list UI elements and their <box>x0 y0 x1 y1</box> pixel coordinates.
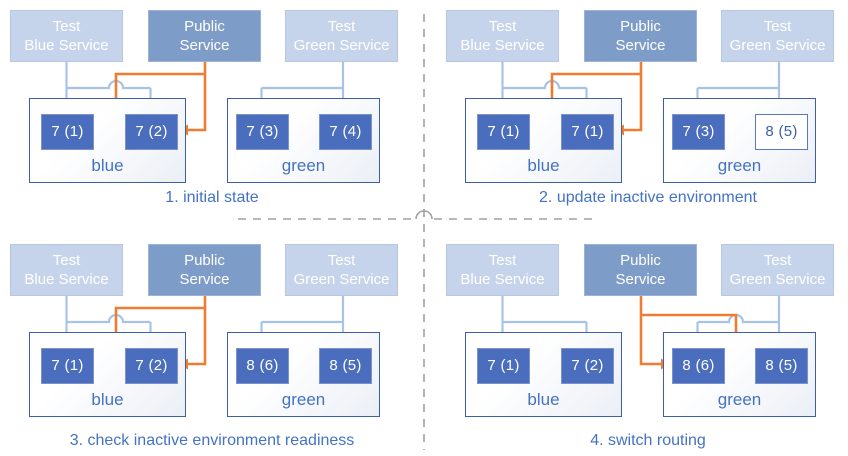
service-label-line: Green Service <box>293 271 390 288</box>
test-blue-service-box: Test Blue Service <box>10 10 123 62</box>
public-service-box: Public Service <box>584 244 697 296</box>
pod: 7 (3) <box>672 114 725 150</box>
blue-environment-box: 7 (1) 7 (2) blue <box>29 98 186 183</box>
service-label-line: Test <box>52 18 81 35</box>
test-green-service-box: Test Green Service <box>285 10 398 62</box>
service-label-line: Blue Service <box>460 37 545 54</box>
environment-label: blue <box>527 156 560 175</box>
environment-label: blue <box>91 390 124 409</box>
environment-label: green <box>281 156 326 175</box>
green-environment-box: 8 (6) 8 (5) green <box>663 332 816 417</box>
test-green-service-box: Test Green Service <box>285 244 398 296</box>
blue-environment-box: 7 (1) 7 (2) blue <box>465 332 622 417</box>
service-label-line: Test <box>327 18 356 35</box>
service-label-line: Test <box>488 18 517 35</box>
test-green-service-box: Test Green Service <box>721 244 834 296</box>
service-label-line: Test <box>327 252 356 269</box>
pod: 7 (2) <box>125 114 178 150</box>
service-label-line: Test <box>763 18 792 35</box>
service-label-line: Service <box>615 271 666 288</box>
public-service-box: Public Service <box>584 10 697 62</box>
pod: 8 (6) <box>672 348 725 384</box>
pod: 7 (2) <box>125 348 178 384</box>
panel-initial-state: Test Blue Service Public Service Test Gr… <box>0 0 424 228</box>
green-environment-box: 7 (3) 7 (4) green <box>227 98 380 183</box>
green-environment-box: 8 (6) 8 (5) green <box>227 332 380 417</box>
environment-label: blue <box>91 156 124 175</box>
public-service-box: Public Service <box>148 10 261 62</box>
service-label-line: Green Service <box>293 37 390 54</box>
panel-update-inactive-environment: Test Blue Service Public Service Test Gr… <box>436 0 848 228</box>
pod: 8 (6) <box>236 348 289 384</box>
service-label-line: Test <box>488 252 517 269</box>
panel-caption: 1. initial state <box>165 189 259 206</box>
pod: 8 (5) <box>319 348 372 384</box>
pod: 7 (1) <box>477 114 530 150</box>
test-service-connector-lines <box>65 296 345 337</box>
pod: 7 (3) <box>236 114 289 150</box>
environment-label: green <box>717 390 762 409</box>
pod: 8 (5) <box>755 348 808 384</box>
blue-environment-box: 7 (1) 7 (2) blue <box>29 332 186 417</box>
service-label-line: Blue Service <box>460 271 545 288</box>
service-label-line: Public <box>184 18 225 35</box>
panel-caption: 3. check inactive environment readiness <box>69 432 355 449</box>
pod: 7 (2) <box>561 348 614 384</box>
green-environment-box: 7 (3) 8 (5) green <box>663 98 816 183</box>
test-blue-service-box: Test Blue Service <box>446 10 559 62</box>
test-service-connector-lines <box>501 296 781 337</box>
environment-label: green <box>717 156 762 175</box>
panel-caption: 4. switch routing <box>590 432 706 449</box>
service-label-line: Public <box>184 252 225 269</box>
test-service-connector-lines <box>65 62 345 103</box>
test-blue-service-box: Test Blue Service <box>10 244 123 296</box>
service-label-line: Blue Service <box>24 37 109 54</box>
service-label-line: Service <box>179 271 230 288</box>
service-label-line: Public <box>620 252 661 269</box>
panel-switch-routing: Test Blue Service Public Service Test Gr… <box>436 234 848 456</box>
pod: 7 (1) <box>477 348 530 384</box>
pod: 7 (4) <box>319 114 372 150</box>
pod: 7 (1) <box>41 348 94 384</box>
panel-check-inactive-environment-readiness: Test Blue Service Public Service Test Gr… <box>0 234 424 456</box>
pod: 8 (5) <box>755 114 808 150</box>
test-service-connector-lines <box>501 62 781 103</box>
service-label-line: Public <box>620 18 661 35</box>
panel-caption: 2. update inactive environment <box>539 189 757 206</box>
pod: 7 (1) <box>561 114 614 150</box>
service-label-line: Green Service <box>729 37 826 54</box>
service-label-line: Blue Service <box>24 271 109 288</box>
test-green-service-box: Test Green Service <box>721 10 834 62</box>
environment-label: blue <box>527 390 560 409</box>
service-label-line: Test <box>763 252 792 269</box>
test-blue-service-box: Test Blue Service <box>446 244 559 296</box>
service-label-line: Service <box>615 37 666 54</box>
service-label-line: Service <box>179 37 230 54</box>
service-label-line: Test <box>52 252 81 269</box>
service-label-line: Green Service <box>729 271 826 288</box>
blue-environment-box: 7 (1) 7 (1) blue <box>465 98 622 183</box>
public-service-box: Public Service <box>148 244 261 296</box>
environment-label: green <box>281 390 326 409</box>
pod: 7 (1) <box>41 114 94 150</box>
